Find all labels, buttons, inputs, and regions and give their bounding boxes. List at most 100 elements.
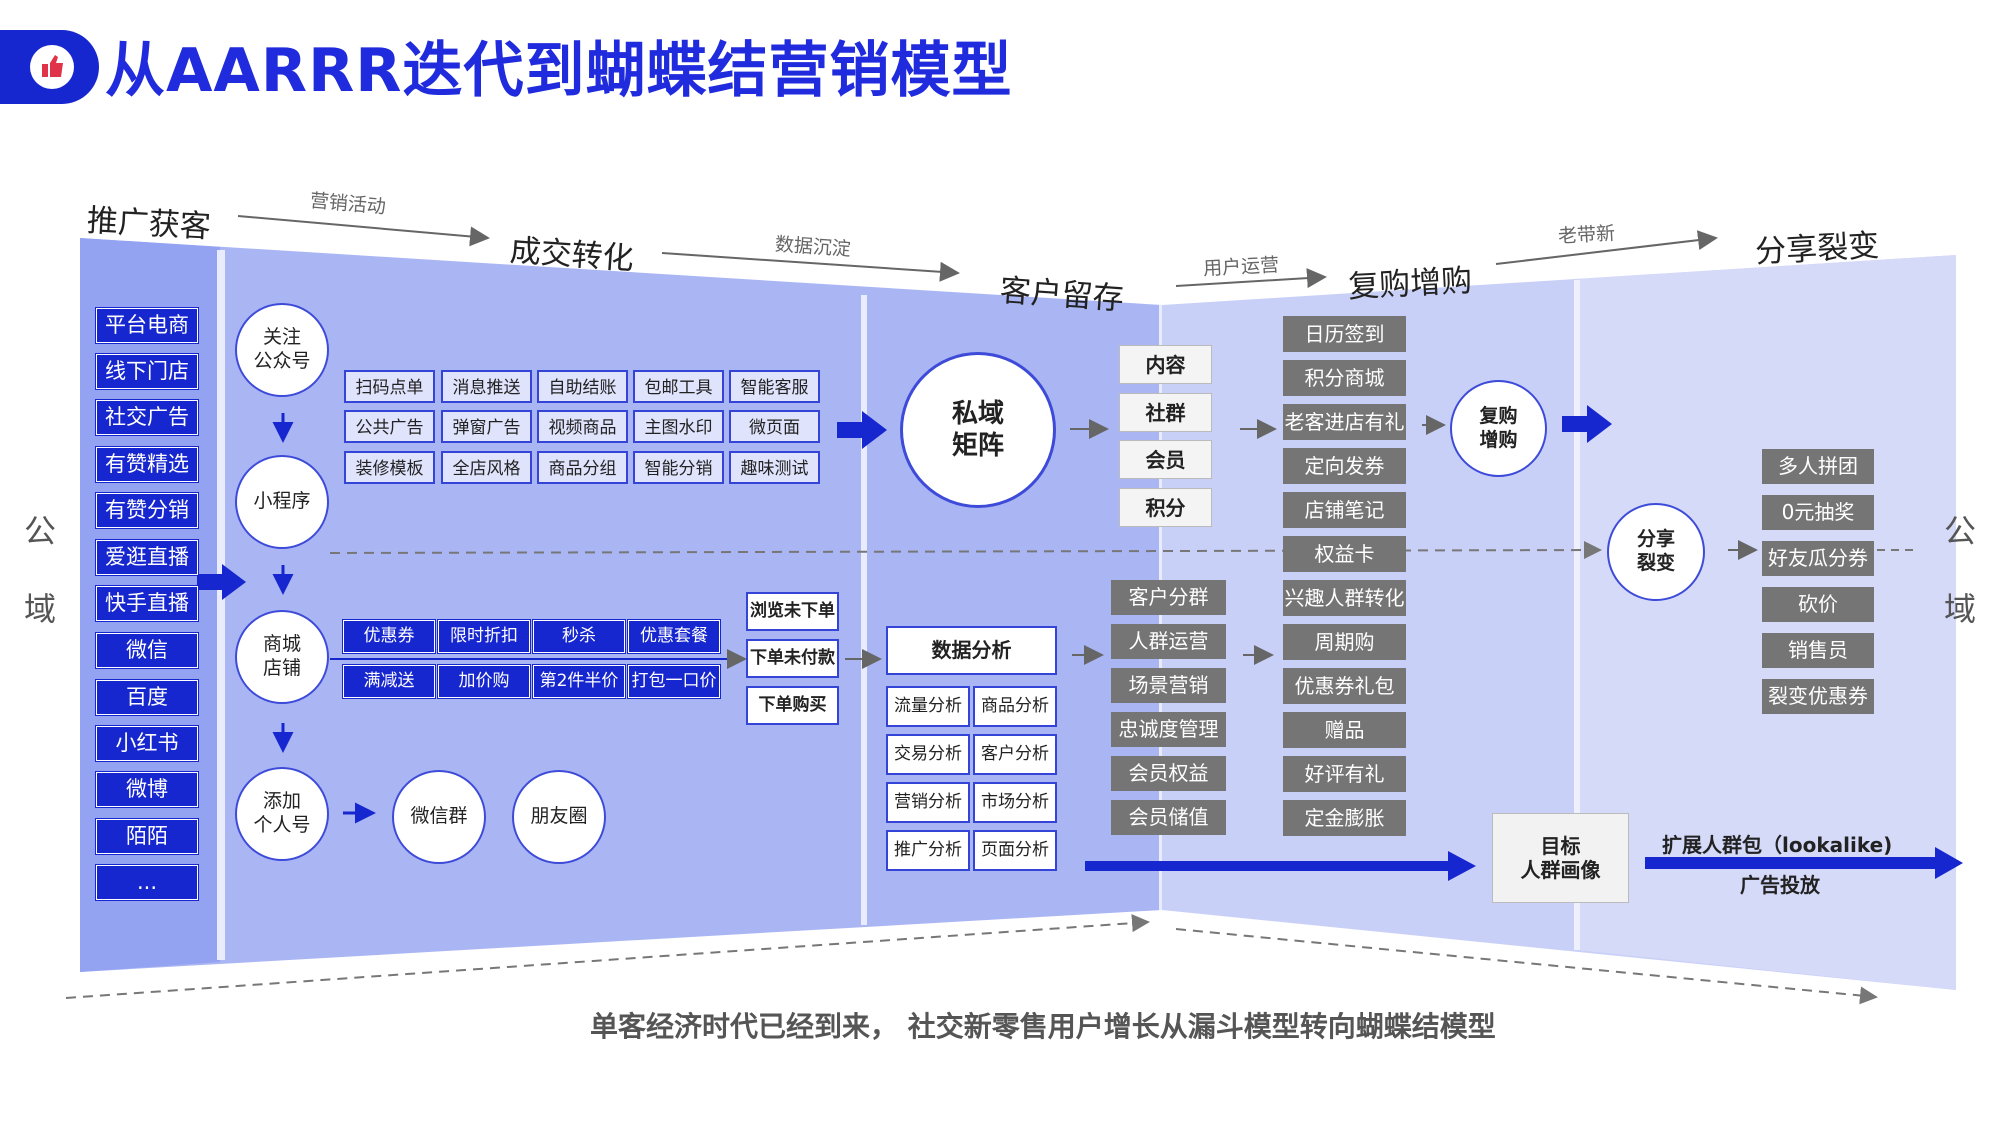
channel-item: 有赞分销 [96, 493, 198, 528]
ops-item: 会员权益 [1111, 756, 1226, 791]
circle-wechat-group: 微信群 [392, 770, 486, 864]
analysis-item: 商品分析 [973, 686, 1057, 727]
ops-item: 客户分群 [1111, 580, 1226, 615]
analysis-item: 市场分析 [973, 782, 1057, 823]
stage-sharing: 分享裂变 [1754, 227, 1881, 271]
promo-item: 限时折扣 [438, 620, 530, 653]
channel-item: 有赞精选 [96, 447, 198, 482]
tool-item: 自助结账 [537, 370, 628, 403]
repurchase-item: 积分商城 [1283, 360, 1406, 396]
public-domain-right: 公 域 [1943, 512, 1976, 628]
stage-repurchase: 复购增购 [1347, 262, 1474, 306]
tool-item: 智能客服 [729, 370, 820, 403]
state-purchased: 下单购买 [746, 686, 839, 725]
promo-item: 打包一口价 [628, 665, 720, 698]
repurchase-item: 优惠券礼包 [1283, 668, 1406, 704]
retention-item: 内容 [1119, 345, 1212, 384]
ops-item: 场景营销 [1111, 668, 1226, 703]
state-browsed-not-ordered: 浏览未下单 [746, 592, 839, 631]
tool-item: 装修模板 [344, 451, 435, 484]
channel-item: 百度 [96, 680, 198, 715]
repurchase-item: 赠品 [1283, 712, 1406, 748]
share-item: 多人拼团 [1762, 449, 1874, 484]
circle-mini-program: 小程序 [235, 455, 329, 549]
promo-item: 优惠券 [343, 620, 435, 653]
channel-item: 快手直播 [96, 586, 198, 621]
promo-item: 满减送 [343, 665, 435, 698]
analysis-item: 客户分析 [973, 734, 1057, 775]
circle-moments: 朋友圈 [512, 770, 606, 864]
tool-item: 微页面 [729, 410, 820, 443]
channel-item: 小红书 [96, 726, 198, 761]
circle-personal-account: 添加 个人号 [235, 767, 329, 861]
channel-item: 陌陌 [96, 819, 198, 854]
share-item: 砍价 [1762, 587, 1874, 622]
repurchase-item: 权益卡 [1283, 536, 1406, 572]
analysis-item: 营销分析 [886, 782, 970, 823]
ads-label: 广告投放 [1740, 873, 1820, 897]
tool-item: 商品分组 [537, 451, 628, 484]
share-item: 好友瓜分券 [1762, 541, 1874, 576]
circle-share-fission: 分享 裂变 [1607, 503, 1705, 601]
ops-item: 忠诚度管理 [1111, 712, 1226, 747]
tool-item: 全店风格 [441, 451, 532, 484]
circle-private-matrix: 私域 矩阵 [900, 352, 1056, 508]
share-item: 0元抽奖 [1762, 495, 1874, 530]
analysis-item: 推广分析 [886, 830, 970, 871]
promo-item: 秒杀 [533, 620, 625, 653]
state-ordered-not-paid: 下单未付款 [746, 639, 839, 678]
tool-item: 消息推送 [441, 370, 532, 403]
channel-item: 微博 [96, 772, 198, 807]
lookalike-label: 扩展人群包（lookalike) [1662, 833, 1893, 857]
tool-item: 弹窗广告 [441, 410, 532, 443]
retention-item: 社群 [1119, 393, 1212, 432]
channel-item: ... [96, 865, 198, 900]
stage-retention: 客户留存 [998, 272, 1125, 318]
tool-item: 趣味测试 [729, 451, 820, 484]
public-domain-left: 公 域 [23, 512, 56, 628]
ops-item: 会员储值 [1111, 800, 1226, 835]
repurchase-item: 周期购 [1283, 624, 1406, 660]
ops-item: 人群运营 [1111, 624, 1226, 659]
tool-item: 智能分销 [633, 451, 724, 484]
share-item: 销售员 [1762, 633, 1874, 668]
flow-referral: 老带新 [1557, 222, 1616, 248]
channel-item: 微信 [96, 633, 198, 668]
channel-item: 爱逛直播 [96, 540, 198, 575]
repurchase-item: 定向发券 [1283, 448, 1406, 484]
analysis-item: 流量分析 [886, 686, 970, 727]
bottom-caption: 单客经济时代已经到来， 社交新零售用户增长从漏斗模型转向蝴蝶结模型 [590, 1010, 1496, 1043]
tool-item: 主图水印 [633, 410, 724, 443]
retention-item: 会员 [1119, 440, 1212, 479]
stage-conversion: 成交转化 [508, 232, 635, 278]
repurchase-item: 兴趣人群转化 [1283, 580, 1406, 616]
circle-shop: 商城 店铺 [235, 610, 329, 704]
tool-item: 包邮工具 [633, 370, 724, 403]
repurchase-item: 好评有礼 [1283, 756, 1406, 792]
page-title: 从AARRR迭代到蝴蝶结营销模型 [105, 36, 1013, 106]
stage-acquisition: 推广获客 [85, 202, 212, 246]
tool-item: 扫码点单 [344, 370, 435, 403]
flow-user-operations: 用户运营 [1202, 254, 1280, 280]
channel-item: 社交广告 [96, 400, 198, 435]
channel-item: 平台电商 [96, 308, 198, 343]
repurchase-item: 日历签到 [1283, 316, 1406, 352]
retention-item: 积分 [1119, 488, 1212, 527]
tool-item: 公共广告 [344, 410, 435, 443]
data-analysis-header: 数据分析 [886, 626, 1057, 675]
flow-data-accumulation: 数据沉淀 [774, 233, 852, 261]
analysis-item: 交易分析 [886, 734, 970, 775]
analysis-item: 页面分析 [973, 830, 1057, 871]
circle-repurchase: 复购 增购 [1450, 380, 1547, 477]
channel-item: 线下门店 [96, 354, 198, 389]
repurchase-item: 店铺笔记 [1283, 492, 1406, 528]
share-item: 裂变优惠券 [1762, 679, 1874, 714]
promo-item: 加价购 [438, 665, 530, 698]
circle-official-account: 关注 公众号 [235, 303, 329, 397]
promo-item: 优惠套餐 [628, 620, 720, 653]
promo-item: 第2件半价 [533, 665, 625, 698]
repurchase-item: 老客进店有礼 [1283, 404, 1406, 440]
target-persona-box: 目标 人群画像 [1492, 813, 1629, 903]
repurchase-item: 定金膨胀 [1283, 800, 1406, 836]
tool-item: 视频商品 [537, 410, 628, 443]
